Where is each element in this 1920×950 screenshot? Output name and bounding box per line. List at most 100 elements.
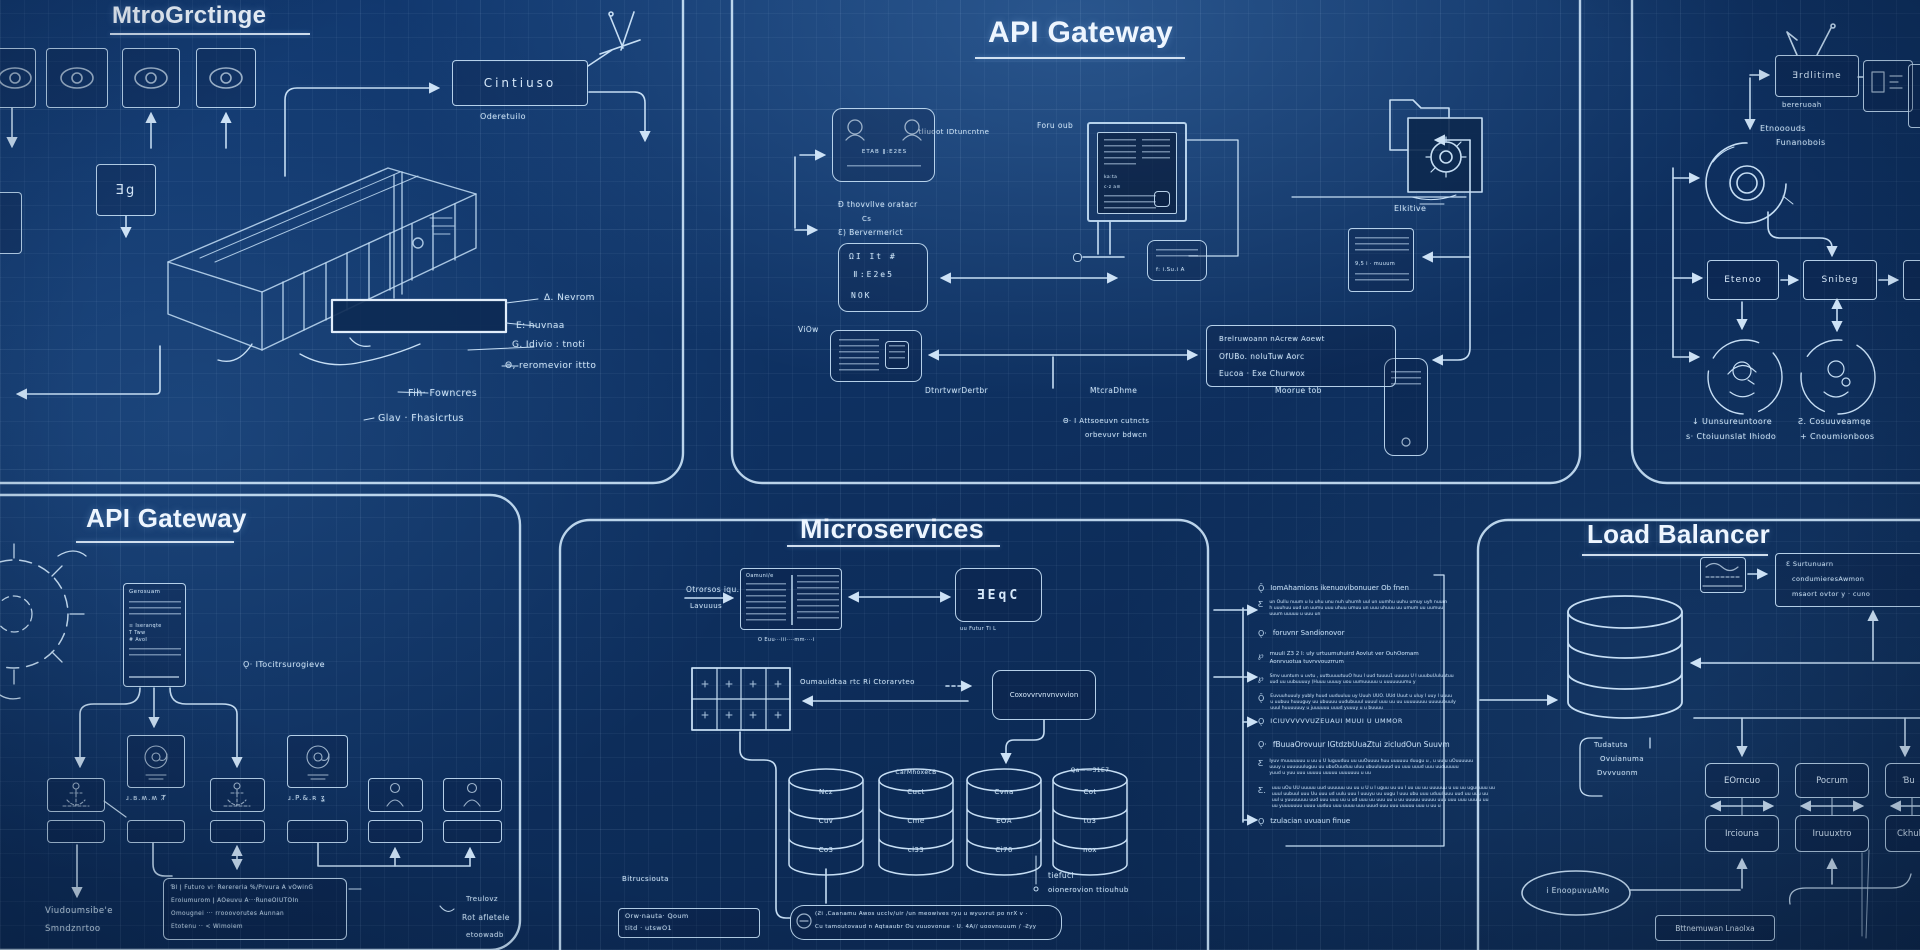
title-underline (76, 541, 234, 543)
legend-item: ↓ Uunsureuntoore (1692, 417, 1773, 426)
icon-node-anchor (210, 778, 265, 812)
list-item-text: Smv uuntum u uvtu , uuttuuuutuuO huu I u… (1269, 674, 1454, 685)
bullet-icon: Ƹ. (1258, 786, 1266, 795)
bullet-icon: Ǫ· (1258, 740, 1267, 749)
icon-node-at (287, 735, 348, 788)
list-item: Ǫ·fBuuaOrovuur IGtdzbUuaZtui zicludOun S… (1258, 740, 1450, 749)
bullet-icon: ℘ (1258, 651, 1264, 660)
list-item-text: IomAhamions ikenuovibonuuer Ob fnen (1270, 584, 1409, 592)
db-caption: oionerovion ttiouhub (1048, 886, 1129, 894)
bullet-icon: ℘ (1258, 674, 1264, 683)
spec-card: Gerosuam ≡ Iseranqte T Tww # AvoI (123, 583, 186, 687)
pixel-caption: uu Futur Ti L (960, 626, 997, 632)
lens-label: Funanobois (1776, 138, 1826, 147)
list-label: Cs (862, 215, 872, 223)
text-smudge (1104, 139, 1136, 167)
monitor-screen: ka:ta c·z a≡ (1097, 132, 1177, 214)
communication-box: Coxovvrvnvnvvvion (992, 670, 1096, 720)
db-row: Cuct (907, 788, 925, 796)
service-node-box (196, 48, 256, 108)
token-line: ǁ:E2e5 (853, 270, 894, 279)
report-line: 9,5 i · muuum (1355, 261, 1396, 267)
db-row: nox (1083, 846, 1097, 854)
bottom-right-panel-title: Load Balancer (1587, 519, 1771, 549)
worker-box: Irciouna (1705, 815, 1779, 852)
text-smudge (746, 583, 786, 623)
clients-card-text: ETAB ǁ:E2ES (861, 149, 908, 155)
footnote: Θ· I Attsoeuvn cutncts (1063, 417, 1150, 425)
db-row: Cuv (818, 817, 834, 825)
text-smudge (889, 345, 905, 363)
scribble: ɹ.ʙ.ʍ.ʍ Ⱦ (126, 794, 167, 802)
policy-line: condumieresAwmon (1792, 575, 1865, 583)
token-line: ΩI It # (849, 252, 897, 261)
db-row: Co3 (818, 846, 834, 854)
slot-box (287, 820, 348, 843)
legend-item: Ƨ. Cosuuveamqe (1798, 417, 1871, 426)
footnote-box: (Ƨi ,Caanamu Awos ucclv/uir /un meowives… (790, 905, 1062, 940)
note-line: Omougnei ··· rrooovorutes Aunnan (171, 911, 285, 917)
footnote-line: Cu tamoutovaud n Aqtaaubr Ou vuuovonue ·… (815, 924, 1037, 930)
stage-box: Etenoo (1707, 260, 1779, 300)
pixel-display-box: ƎEqC (955, 568, 1042, 622)
scribble: ɹ.P.&.ʀ ʓ (288, 794, 326, 802)
slot-box (47, 820, 105, 843)
icon-node-anchor (47, 778, 105, 812)
slot-box (368, 820, 423, 843)
row-label: DtnrtvwrDertbr (925, 386, 989, 395)
spec-card-rows: ≡ Iseranqte T Tww # AvoI (129, 624, 162, 643)
cylinder-header: CarMhoxecB (895, 769, 937, 776)
caption: Viudoumsibe'e (45, 906, 113, 916)
db-row: Cvna (994, 788, 1014, 796)
annotation: Δ. Nevrom (544, 293, 595, 303)
list-item-text: un Oullu nuum u lu uhu unu nuh uhumh uul… (1269, 600, 1448, 617)
side-caption: Rot afletele (462, 913, 510, 922)
title-underline (1582, 554, 1768, 556)
clients-card: ETAB ǁ:E2ES (832, 108, 935, 182)
bullet-icon: Ǭ (1258, 584, 1265, 593)
service-node-box (122, 48, 180, 108)
monitor: ka:ta c·z a≡ (1087, 122, 1187, 222)
title-underline (787, 545, 1000, 547)
bullet-icon: Ǫ (1258, 817, 1265, 826)
status-box: Bttnemuwan Lnaolxa (1655, 915, 1775, 941)
pool-box: EOrncuo (1705, 763, 1779, 798)
row-label: Moorue tob (1275, 386, 1322, 395)
grid-label: Oumauidtaa rtc Ri Ctorarvteo (800, 678, 915, 686)
list-item: ℘muuli Z3 2 I: uly urtuumuhuird Aovlut v… (1258, 651, 1419, 666)
tiny-square-icon (1073, 253, 1082, 262)
top-left-panel-title: MtroGrctinge (112, 2, 267, 29)
list-item-text: foruvnr Sandionovor (1272, 629, 1345, 637)
footnote: orbevuvr bdwcn (1085, 431, 1148, 439)
stage-box: Snibeg (1803, 260, 1877, 300)
text-smudge (847, 165, 921, 169)
list-item-text: Euvuuhuuuly yubly huud uuduuluu uy Uuuh … (1270, 694, 1456, 711)
bullet-icon: Ǭ (1258, 694, 1265, 703)
text-smudge (129, 601, 181, 619)
annotation: G. Idivio : tnoti (512, 340, 586, 350)
title-underline (975, 57, 1185, 59)
note-box: Ɓl ǀ Futuro vi· Rerereria %/Prvura A vOw… (163, 878, 347, 940)
bullet-icon: Ǫ (1258, 717, 1265, 726)
bottom-box-line: Orw·nauta· Qoum (625, 912, 689, 920)
policy-line: Ɛ Surtunuarn (1786, 560, 1834, 568)
folder-label: Elkitive (1394, 204, 1427, 213)
info-line: Brelruwoann nAcrew Aoewt (1219, 335, 1325, 343)
icon-node-at (127, 735, 185, 788)
config-card: Oamuni/e (740, 568, 842, 630)
db-row: Ncz (819, 788, 833, 796)
bullet-icon: Ƹ (1258, 759, 1264, 768)
pool-box: Ɓu (1885, 763, 1920, 798)
pool-box: Pocrum (1795, 763, 1869, 798)
input-label: Lavuuus (690, 602, 723, 610)
config-card-header: Oamuni/e (746, 573, 774, 579)
device-box (1863, 60, 1913, 112)
annotation: E: huvnaa (516, 321, 565, 331)
spec-card-header: Gerosuam (129, 589, 161, 595)
main-service-sublabel: Oderetuilo (480, 112, 526, 121)
screen-widget (1154, 191, 1170, 207)
list-item: Ƹ.uuu uOu UU uuuuu uud uuuuuu uu uu u U … (1258, 786, 1495, 810)
